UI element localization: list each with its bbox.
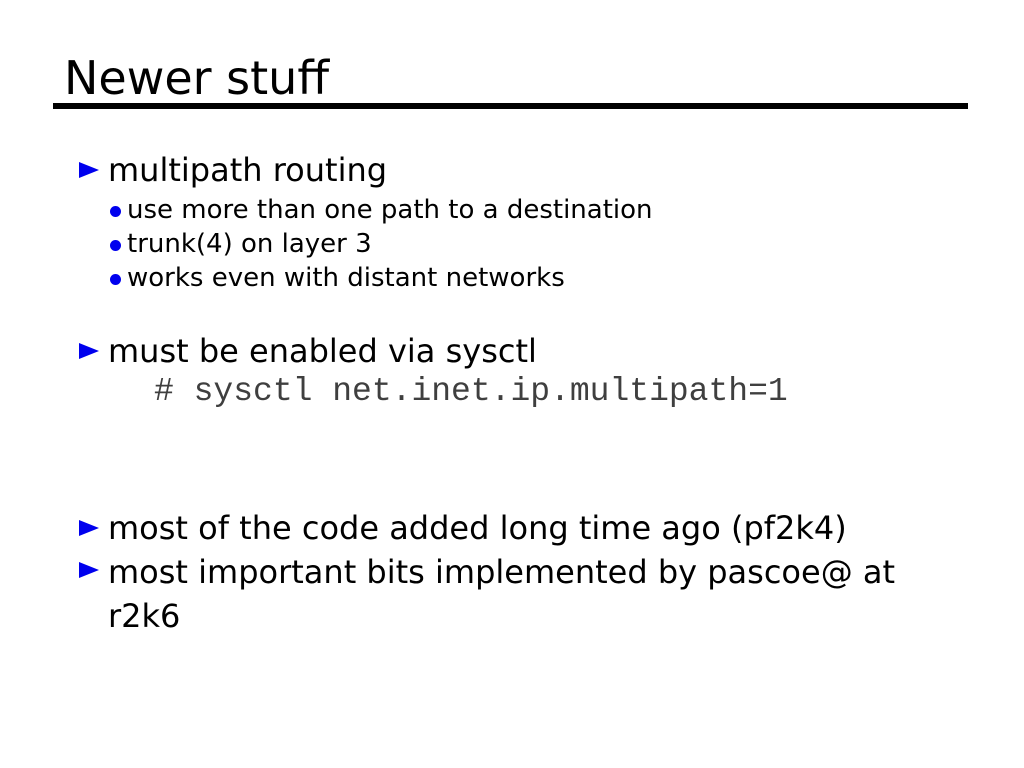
dot-bullet-icon	[110, 206, 121, 217]
sub-bullet-item: trunk(4) on layer 3	[127, 229, 372, 259]
bullet-item-code-added: most of the code added long time ago (pf…	[108, 509, 847, 547]
title-underline	[53, 103, 968, 109]
sub-bullet-item: use more than one path to a destination	[127, 195, 653, 225]
triangle-bullet-icon	[79, 562, 99, 578]
bullet-item-multipath-routing: multipath routing	[108, 151, 388, 189]
sysctl-code-line: # sysctl net.inet.ip.multipath=1	[154, 373, 788, 410]
bullet-item-pascoe: most important bits implemented by pasco…	[108, 553, 896, 635]
dot-bullet-icon	[110, 240, 121, 251]
slide-title: Newer stuff	[64, 51, 330, 105]
triangle-bullet-icon	[79, 520, 99, 536]
triangle-bullet-icon	[79, 343, 99, 359]
dot-bullet-icon	[110, 274, 121, 285]
bullet-item-sysctl: must be enabled via sysctl	[108, 332, 537, 370]
sub-bullet-item: works even with distant networks	[127, 263, 565, 293]
triangle-bullet-icon	[79, 162, 99, 178]
